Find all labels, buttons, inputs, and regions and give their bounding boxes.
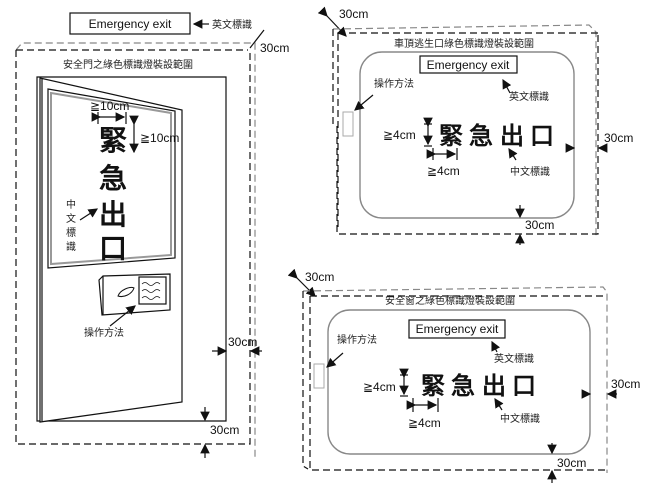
emergency-exit-label: Emergency exit <box>427 58 510 72</box>
sign-char: 出 <box>482 371 506 400</box>
english-sign-label: 英文標識 <box>212 18 252 31</box>
min-4cm-height-label: ≧4cm <box>383 128 416 142</box>
min-4cm-width-label: ≧4cm <box>427 164 460 178</box>
boundary-dashed <box>332 29 599 235</box>
door-window <box>47 88 176 269</box>
sign-char: 急 <box>99 162 127 195</box>
emergency-exit-label: Emergency exit <box>416 322 499 336</box>
clearance-label-right: 30cm <box>228 335 257 349</box>
emergency-exit-sign-box <box>408 319 506 339</box>
chinese-sign-label-char: 標 <box>66 226 76 239</box>
door-frame <box>36 76 227 422</box>
sign-char: 出 <box>99 198 127 231</box>
arrow <box>326 352 344 368</box>
min-10cm-height-label: ≧10cm <box>140 131 179 145</box>
sign-char: 口 <box>530 121 554 150</box>
min-10cm-width-label: ≧10cm <box>90 99 129 113</box>
emergency-exit-sign-box <box>419 55 518 74</box>
operation-handle-icon <box>342 111 354 137</box>
sign-char: 口 <box>99 232 127 265</box>
dimension-line <box>249 29 265 49</box>
sign-lamp-outline <box>359 51 575 219</box>
sign-char: 緊 <box>439 121 463 150</box>
arrow <box>508 147 518 161</box>
boundary-dashed <box>302 291 309 470</box>
sign-char: 出 <box>500 121 524 150</box>
arrow <box>79 208 99 221</box>
sign-char: 緊 <box>99 124 127 157</box>
sign-char: 急 <box>469 121 493 150</box>
emergency-exit-label: Emergency exit <box>89 17 172 31</box>
boundary-dashed-gray <box>332 24 597 236</box>
min-4cm-height-label: ≧4cm <box>363 380 396 394</box>
door-panel: Emergency exit 英文標識 30cm 安全門之綠色標識燈裝設範圍 ≧… <box>15 12 289 460</box>
arrow <box>354 94 374 111</box>
sign-char: 緊 <box>421 371 445 400</box>
operation-handle-icon <box>313 363 325 389</box>
clearance-label-right: 30cm <box>604 131 633 145</box>
window-panel-title: 安全窗之綠色標識燈裝設範圍 <box>385 294 515 307</box>
arrow <box>502 78 512 94</box>
door-panel-title: 安全門之綠色標識燈裝設範圍 <box>63 58 193 71</box>
window-panel: 30cm 安全窗之綠色標識燈裝設範圍 Emergency exit 英文標識 操… <box>287 268 640 483</box>
english-sign-label: 英文標識 <box>494 352 534 365</box>
operation-method-label: 操作方法 <box>337 333 377 346</box>
min-4cm-width-label: ≧4cm <box>408 416 441 430</box>
roof-hatch-panel: 30cm 車頂逃生口綠色標識燈裝設範圍 Emergency exit 英文標識 … <box>317 6 633 245</box>
sign-char: 口 <box>512 371 536 400</box>
boundary-dashed <box>15 50 251 445</box>
clearance-label-right: 30cm <box>611 377 640 391</box>
chinese-sign-label-char: 識 <box>66 240 76 253</box>
sign-char: 急 <box>451 371 475 400</box>
arrow <box>109 305 136 327</box>
roof-hatch-panel-title: 車頂逃生口綠色標識燈裝設範圍 <box>394 37 534 50</box>
chinese-sign-label: 中文標識 <box>510 165 550 178</box>
english-sign-label: 英文標識 <box>509 90 549 103</box>
clearance-label-bottom: 30cm <box>525 218 554 232</box>
operation-handle-icon <box>98 273 171 316</box>
emergency-exit-sign-box <box>69 12 191 35</box>
clearance-label-top: 30cm <box>339 7 368 21</box>
clearance-label-top: 30cm <box>260 41 289 55</box>
operation-method-label: 操作方法 <box>84 326 124 339</box>
chinese-sign-label-char: 中 <box>66 198 76 211</box>
sign-lamp-outline <box>327 309 591 455</box>
boundary-dashed <box>309 295 607 471</box>
boundary-dashed-gray <box>15 42 256 460</box>
arrow <box>494 397 504 411</box>
chinese-sign-label-char: 文 <box>66 212 76 225</box>
arrow <box>491 340 501 353</box>
chinese-sign-label: 中文標識 <box>500 412 540 425</box>
operation-method-label: 操作方法 <box>374 77 414 90</box>
clearance-label-bottom: 30cm <box>557 456 586 470</box>
dimension-line <box>287 268 316 297</box>
clearance-label-bottom: 30cm <box>210 423 239 437</box>
clearance-label-top: 30cm <box>305 270 334 284</box>
door-window-inner <box>50 91 172 266</box>
boundary-dashed-gray <box>302 286 608 473</box>
